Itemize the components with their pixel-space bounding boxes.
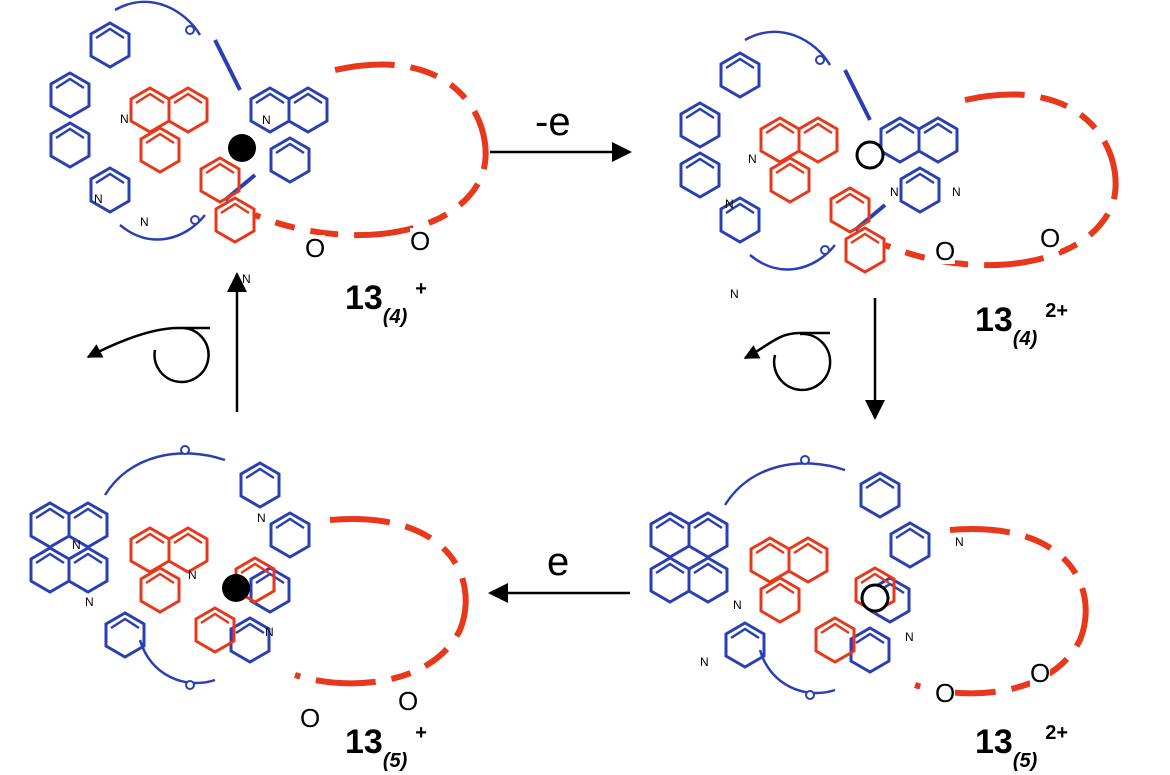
compound-charge: + (415, 278, 427, 300)
molecule-13-5-plus (31, 446, 466, 689)
oxygen-atom-label: O (398, 686, 419, 716)
nitrogen-atom-label: N (140, 215, 149, 229)
compound-charge: 2+ (1045, 722, 1069, 744)
compound-number: 13 (345, 279, 383, 317)
compound-number: 13 (345, 723, 383, 761)
oxygen-atom-label: O (935, 236, 956, 266)
nitrogen-atom-label: N (242, 272, 251, 286)
compound-label-13-4-plus: 13(4) + (345, 278, 427, 329)
oxygen-atom-label: O (305, 233, 326, 263)
nitrogen-atom-label: N (890, 185, 899, 199)
compound-label-13-5-plus: 13(5) + (345, 722, 427, 773)
compound-subscript: (4) (382, 306, 408, 328)
rotation-left-icon (86, 326, 210, 384)
metal-open-dot (855, 140, 885, 170)
compound-subscript: (5) (382, 750, 408, 772)
nitrogen-atom-label: N (905, 630, 914, 644)
compound-charge: + (415, 722, 427, 744)
nitrogen-atom-label: N (725, 197, 734, 211)
oxygen-atom-label: O (300, 703, 321, 733)
nitrogen-atom-label: N (94, 192, 103, 206)
nitrogen-atom-label: N (85, 595, 94, 609)
metal-open-dot (860, 583, 890, 613)
compound-subscript: (4) (1012, 328, 1038, 350)
molecule-13-4-2plus (681, 32, 1116, 272)
oxygen-atom-label: O (935, 678, 956, 708)
nitrogen-atom-label: N (733, 598, 742, 612)
compound-number: 13 (975, 301, 1013, 339)
rotation-right-icon (743, 331, 832, 392)
molecule-13-4-plus (51, 2, 486, 242)
nitrogen-atom-label: N (748, 152, 757, 166)
compound-label-13-4-2plus: 13(4) 2+ (975, 300, 1068, 351)
oxygen-atom-label: O (1040, 223, 1061, 253)
nitrogen-atom-label: N (120, 112, 129, 126)
nitrogen-atom-label: N (188, 568, 197, 582)
reduction-label: e (547, 540, 570, 584)
nitrogen-atom-label: N (955, 535, 964, 549)
nitrogen-atom-label: N (700, 655, 709, 669)
nitrogen-atom-label: N (952, 185, 961, 199)
oxygen-atom-label: O (1030, 658, 1051, 688)
metal-filled-dot (222, 574, 250, 602)
compound-label-13-5-2plus: 13(5) 2+ (975, 722, 1068, 773)
nitrogen-atom-label: N (265, 625, 274, 639)
compound-number: 13 (975, 723, 1013, 761)
compound-subscript: (5) (1012, 750, 1038, 772)
oxidation-label: -e (535, 100, 571, 144)
nitrogen-atom-label: N (730, 287, 739, 301)
compound-charge: 2+ (1045, 300, 1069, 322)
metal-filled-dot (228, 134, 256, 162)
molecule-13-5-2plus (651, 456, 1086, 699)
oxygen-atom-label: O (410, 226, 431, 256)
nitrogen-atom-label: N (262, 113, 271, 127)
nitrogen-atom-label: N (72, 538, 81, 552)
nitrogen-atom-label: N (257, 511, 266, 525)
